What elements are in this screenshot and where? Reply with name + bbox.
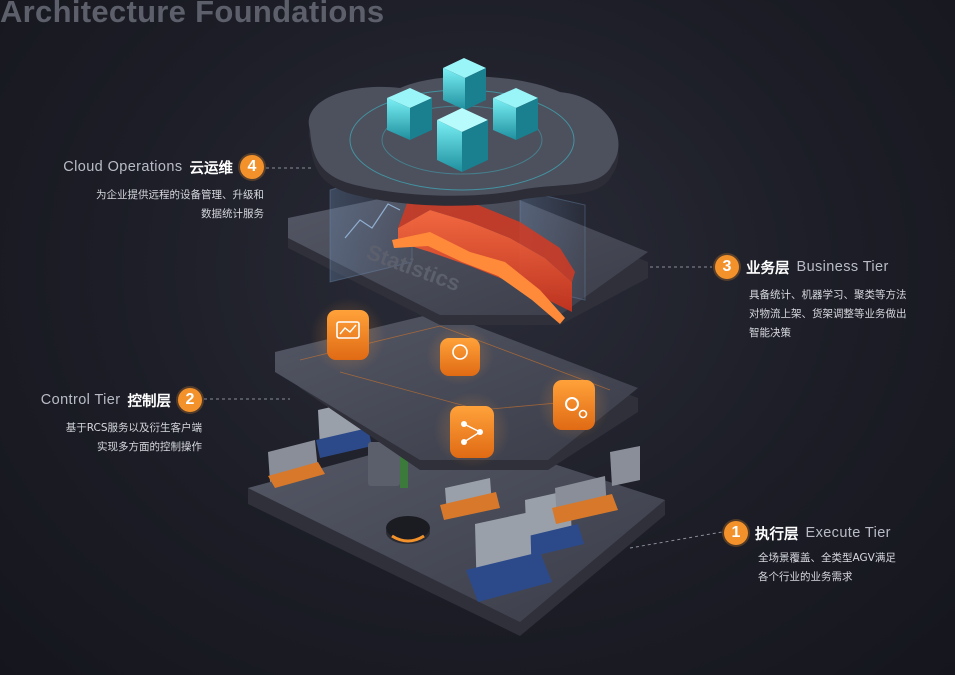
page-title: Architecture Foundations	[0, 0, 385, 29]
tier-number-badge: 2	[178, 388, 202, 412]
tier-number-badge: 4	[240, 155, 264, 179]
tier-desc-line: 基于RCS服务以及衍生客户端	[65, 422, 202, 434]
tier-cn-label: 云运维	[189, 160, 234, 177]
cloud-operations-platform	[308, 58, 619, 206]
callout-business-tier: 3 业务层 Business Tier 具备统计、机器学习、聚类等方法 对物流上…	[715, 255, 907, 343]
tier-desc-line: 全场景覆盖、全类型AGV满足	[758, 552, 896, 564]
statistics-area-chart	[392, 188, 575, 324]
network-nodes-icon	[434, 392, 510, 468]
tier-desc-line: 智能决策	[749, 327, 791, 339]
control-tier-platform	[275, 298, 638, 470]
callout-control-tier: Control Tier 控制层 2 基于RCS服务以及衍生客户端 实现多方面的…	[41, 388, 202, 457]
tier-en-label: Execute Tier	[805, 525, 891, 541]
tier-en-label: Control Tier	[40, 392, 121, 408]
callout-execute-tier: 1 执行层 Execute Tier 全场景覆盖、全类型AGV满足 各个行业的业…	[724, 521, 896, 587]
tier-desc-line: 数据统计服务	[201, 208, 264, 220]
gear-icon	[538, 368, 610, 440]
tier-desc-line: 实现多方面的控制操作	[97, 441, 202, 453]
tier-cn-label: 业务层	[746, 260, 790, 277]
tier-en-label: Business Tier	[796, 259, 889, 275]
robot-icon	[426, 325, 494, 385]
server-cubes	[387, 58, 538, 172]
tier-desc-line: 具备统计、机器学习、聚类等方法	[749, 289, 907, 301]
connector-execute	[629, 531, 723, 549]
tier-en-label: Cloud Operations	[63, 159, 183, 175]
tier-desc-line: 为企业提供远程的设备管理、升级和	[96, 189, 264, 201]
tier-cn-label: 执行层	[755, 526, 799, 543]
tier-desc-line: 各个行业的业务需求	[758, 571, 853, 583]
tier-desc-line: 对物流上架、货架调整等业务做出	[749, 308, 907, 320]
tier-number-badge: 3	[715, 255, 739, 279]
callout-cloud-operations: Cloud Operations 云运维 4 为企业提供远程的设备管理、升级和 …	[63, 155, 264, 224]
tier-number-badge: 1	[724, 521, 748, 545]
tier-cn-label: 控制层	[127, 393, 172, 410]
monitor-chart-icon	[310, 298, 386, 374]
